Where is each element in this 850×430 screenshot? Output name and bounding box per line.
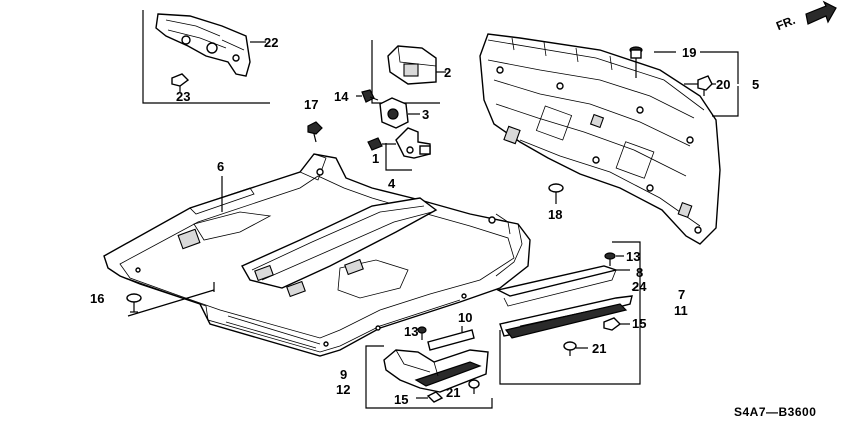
callout-21-right: 21 <box>592 341 607 356</box>
callout-10: 10 <box>458 310 473 325</box>
part-20-clip <box>684 75 716 96</box>
callout-5: 5 <box>752 77 760 92</box>
diagram-code: S4A7—B3600 <box>734 405 817 419</box>
part-5-dash-insulator <box>479 33 721 245</box>
part-3-bracket <box>379 97 420 129</box>
callout-16: 16 <box>90 291 105 306</box>
bracket-part-2 <box>371 40 440 104</box>
callout-15-lower: 15 <box>394 392 409 407</box>
callout-8: 8 <box>636 265 644 280</box>
bracket-group-7-11 <box>499 241 641 385</box>
part-15-clip-lower <box>416 391 444 403</box>
part-19-clip <box>629 46 739 117</box>
part-6-floor-carpet <box>103 153 531 357</box>
callout-3: 3 <box>422 107 430 122</box>
callout-19: 19 <box>682 45 697 60</box>
part-22-bracket <box>155 13 266 77</box>
part-14-bolt <box>356 89 379 103</box>
callout-15-right: 15 <box>632 316 647 331</box>
callout-21-lower: 21 <box>446 385 461 400</box>
part-21-clip-lower <box>468 379 480 394</box>
callout-6: 6 <box>217 159 225 174</box>
part-16-clip <box>126 282 215 317</box>
callout-11: 11 <box>674 303 688 318</box>
bracket-group-22-23 <box>142 10 270 104</box>
callout-18: 18 <box>548 207 563 222</box>
part-23-clip <box>171 73 190 92</box>
callout-7: 7 <box>678 287 686 302</box>
bracket-group-9-12 <box>365 345 493 409</box>
callout-1: 1 <box>372 151 380 166</box>
part-13-screw-lower <box>417 326 427 340</box>
callout-9: 9 <box>340 367 348 382</box>
callout-12: 12 <box>336 382 351 397</box>
front-direction-arrow <box>805 0 837 25</box>
callout-13-upper: 13 <box>626 249 641 264</box>
callout-22: 22 <box>264 35 279 50</box>
part-1-4-bracket-assembly <box>367 127 431 171</box>
callout-17: 17 <box>304 97 319 112</box>
part-15-clip-right <box>603 317 630 331</box>
part-21-clip-right <box>563 341 588 356</box>
callout-20: 20 <box>716 77 731 92</box>
callout-2: 2 <box>444 65 452 80</box>
part-18-clip <box>548 183 564 204</box>
callout-13-lower: 13 <box>404 324 419 339</box>
part-13-screw-upper <box>604 252 624 266</box>
part-8-sill-trim <box>495 265 630 307</box>
part-2-cover <box>387 45 446 85</box>
part-24-sill-garnish <box>499 285 639 339</box>
callout-14: 14 <box>334 89 349 104</box>
part-17-clip <box>307 121 323 143</box>
callout-4: 4 <box>388 176 396 191</box>
callout-24: 24 <box>632 279 647 294</box>
part-10-strip <box>427 326 475 351</box>
callout-23: 23 <box>176 89 191 104</box>
part-9-12-garnish <box>383 349 489 393</box>
